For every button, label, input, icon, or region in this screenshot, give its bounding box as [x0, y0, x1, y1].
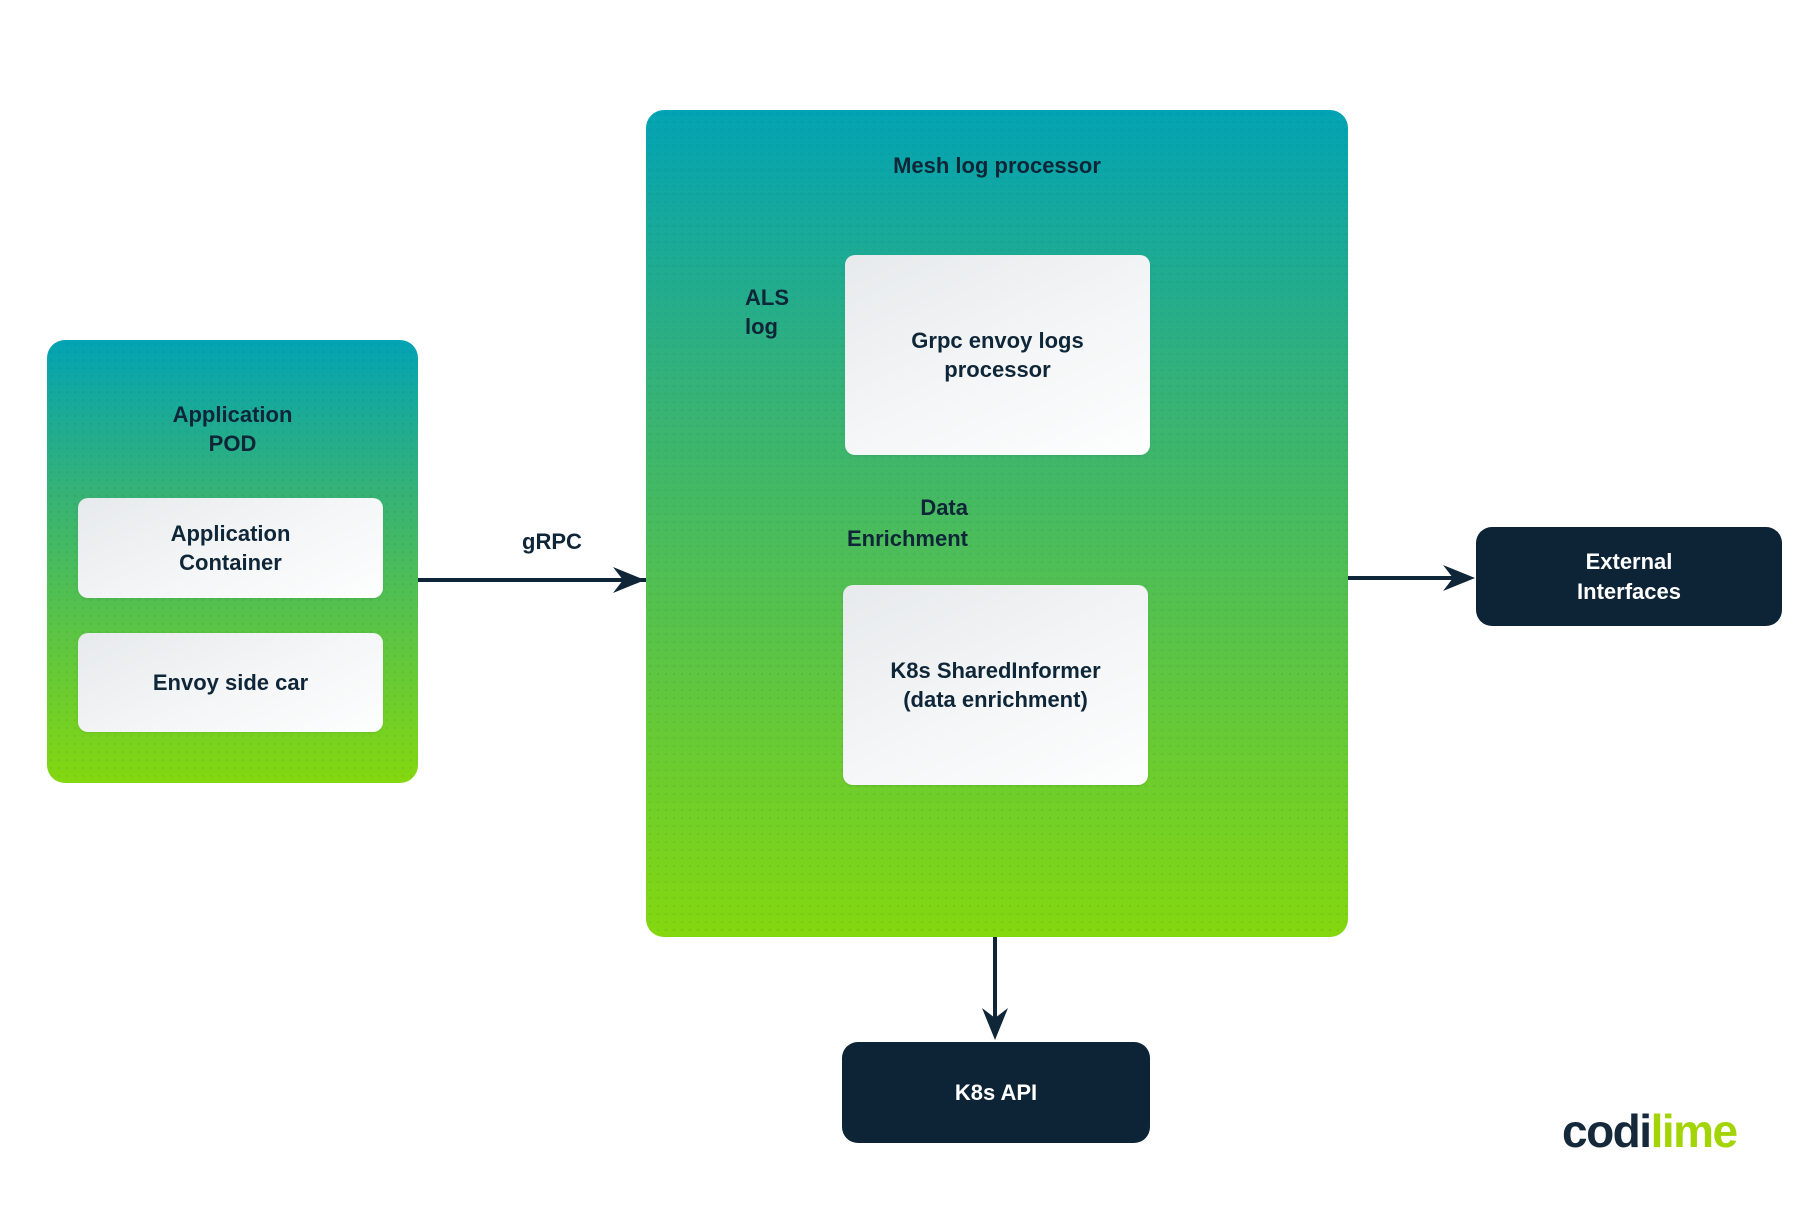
envoy-sidecar-box: Envoy side car	[78, 633, 383, 732]
k8s-sharedinformer-box: K8s SharedInformer (data enrichment)	[843, 585, 1148, 785]
external-interfaces-box: External Interfaces	[1476, 527, 1782, 626]
mesh-log-processor-title: Mesh log processor	[893, 153, 1101, 178]
external-arrowhead	[1443, 565, 1475, 591]
application-container-box: Application Container	[78, 498, 383, 598]
als-log-edge-label: ALS log	[745, 285, 789, 339]
mesh-log-processor-box: Mesh log processor Grpc envoy logs proce…	[646, 110, 1348, 937]
codilime-logo-dark-part: codi	[1562, 1105, 1652, 1157]
grpc-arrowhead	[613, 567, 645, 593]
codilime-logo: codilime	[1562, 1105, 1739, 1157]
application-pod-box: Application POD Application Container En…	[47, 340, 418, 783]
k8s-api-box: K8s API	[842, 1042, 1150, 1143]
grpc-envoy-logs-processor-box: Grpc envoy logs processor	[845, 255, 1150, 455]
grpc-edge-label: gRPC	[522, 529, 582, 554]
application-pod-title: Application POD	[172, 402, 293, 456]
data-enrichment-edge-label: Data Enrichment	[846, 495, 968, 551]
k8s-api-arrowhead	[982, 1008, 1008, 1040]
codilime-logo-lime-part: lime	[1650, 1105, 1739, 1157]
